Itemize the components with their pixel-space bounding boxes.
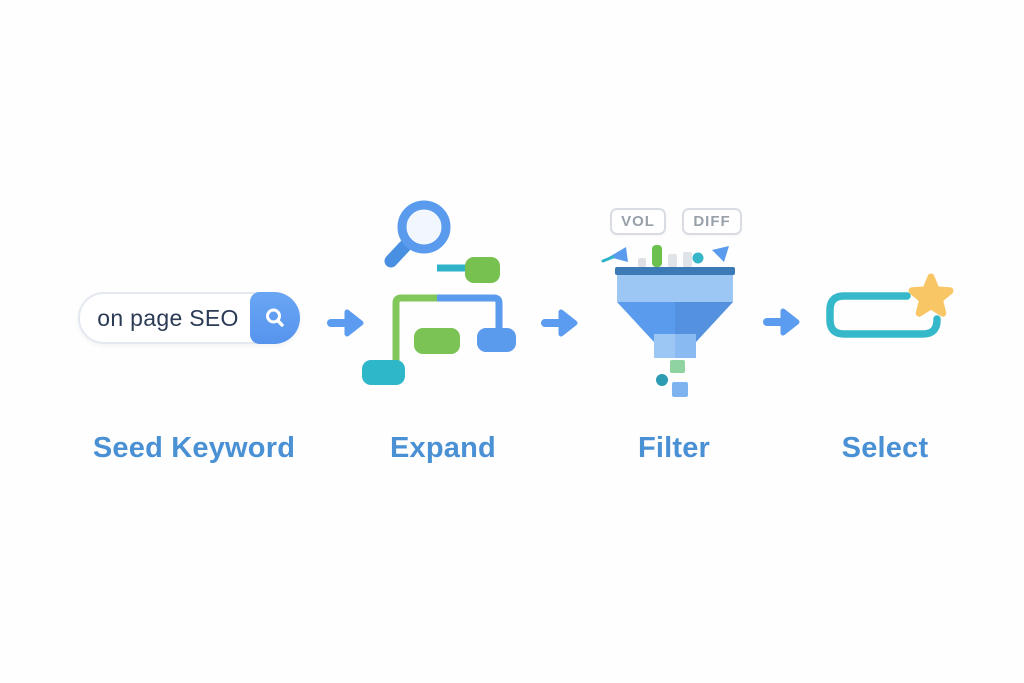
step-label-expand: Expand bbox=[390, 432, 496, 464]
particle-teal-dot bbox=[692, 252, 704, 264]
tree-node-teal bbox=[362, 360, 405, 385]
magnifier-handle bbox=[384, 239, 412, 268]
tree-branch-right bbox=[437, 294, 503, 330]
tree-node-blue bbox=[477, 328, 516, 352]
tree-branch-left bbox=[392, 294, 437, 362]
particle-cone-right bbox=[712, 246, 729, 262]
step-label-select: Select bbox=[841, 432, 929, 464]
funnel-rim bbox=[615, 267, 735, 275]
search-bar[interactable]: on page SEO bbox=[78, 292, 300, 344]
funnel-band bbox=[617, 275, 733, 302]
tag-volume-label: VOL bbox=[621, 213, 655, 230]
search-icon bbox=[266, 308, 284, 327]
particle-green-bar bbox=[652, 245, 662, 267]
particle-blue-square bbox=[672, 382, 688, 397]
particle-cone-left bbox=[609, 247, 628, 262]
selection-box-outline bbox=[826, 292, 941, 338]
tag-difficulty: DIFF bbox=[682, 208, 742, 235]
particle-grey-bar bbox=[683, 252, 692, 267]
step-label-seed-keyword: Seed Keyword bbox=[92, 432, 296, 464]
arrow-right-icon bbox=[541, 309, 578, 337]
magnifier-icon bbox=[397, 200, 451, 254]
search-query-text[interactable]: on page SEO bbox=[97, 304, 239, 331]
star-icon bbox=[908, 273, 954, 317]
expand-tree-illustration bbox=[362, 200, 516, 385]
tree-node-green-top bbox=[465, 257, 500, 283]
tag-difficulty-label: DIFF bbox=[693, 213, 731, 230]
particle-grey-bar bbox=[668, 254, 677, 267]
tree-node-green-bottom bbox=[414, 328, 460, 354]
step-label-filter: Filter bbox=[637, 432, 711, 464]
arrow-right-icon bbox=[327, 309, 364, 337]
funnel-body bbox=[617, 302, 733, 342]
search-button[interactable] bbox=[250, 292, 300, 344]
tag-volume: VOL bbox=[610, 208, 666, 235]
select-illustration bbox=[826, 273, 954, 338]
arrow-right-icon bbox=[763, 308, 800, 336]
funnel-illustration bbox=[601, 245, 735, 397]
particle-green-square bbox=[670, 360, 685, 373]
particle-grey-bar bbox=[638, 258, 646, 267]
particle-teal-dot bbox=[656, 374, 668, 386]
